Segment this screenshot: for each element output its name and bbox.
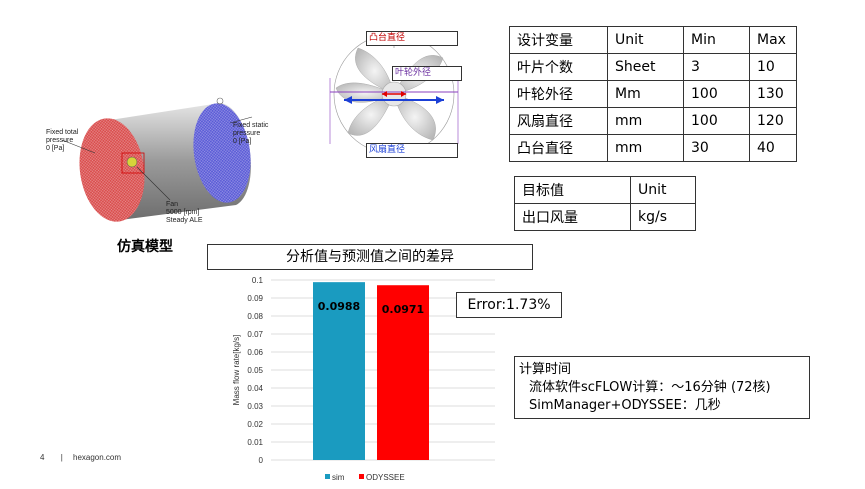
table-header-row: 设计变量 Unit Min Max: [509, 26, 797, 54]
y-tick-label: 0.01: [247, 438, 263, 447]
table-cell: Sheet: [607, 53, 684, 81]
cylinder-model-image: [61, 97, 253, 222]
table-cell: mm: [607, 134, 684, 162]
table-cell: kg/s: [630, 203, 696, 231]
target-table: 目标值 Unit 出口风量 kg/s: [514, 176, 696, 231]
outlet-boundary-label: Fixed static pressure 0 [Pa]: [233, 122, 268, 146]
table-header-cell: 目标值: [514, 176, 631, 204]
table-header-cell: 设计变量: [509, 26, 608, 54]
legend-label: sim: [332, 473, 345, 482]
fan-label-line: 5000 [rpm]: [166, 209, 200, 216]
computation-time-line: SimManager+ODYSSEE：几秒: [529, 398, 721, 413]
fan-diameter-label: 风扇直径: [366, 143, 458, 158]
y-axis-label: Mass flow rate[kg/s]: [232, 335, 241, 406]
table-header-cell: Min: [683, 26, 750, 54]
table-cell: Mm: [607, 80, 684, 108]
y-tick-label: 0.03: [247, 402, 263, 411]
y-tick-label: 0.02: [247, 420, 263, 429]
sim-model-figure: [40, 95, 290, 225]
fan-boundary-label: Fan 5000 [rpm] Steady ALE: [166, 201, 203, 225]
error-box: Error:1.73%: [456, 292, 562, 318]
table-cell: 100: [683, 107, 750, 135]
legend-label: ODYSSEE: [366, 473, 405, 482]
bar-sim: [313, 282, 365, 460]
bar-odyssee: [377, 285, 429, 460]
computation-time-box: 计算时间 流体软件scFLOW计算：～16分钟 (72核) SimManager…: [514, 356, 810, 419]
table-header-row: 目标值 Unit: [514, 176, 696, 204]
table-cell: mm: [607, 107, 684, 135]
inlet-label-line: 0 [Pa]: [46, 145, 65, 152]
page-number: 4: [40, 453, 45, 462]
table-cell: 120: [749, 107, 797, 135]
table-cell: 40: [749, 134, 797, 162]
outlet-label-line: pressure: [233, 130, 261, 137]
sim-model-title: 仿真模型: [117, 239, 173, 255]
outlet-label-line: Fixed static: [233, 122, 269, 129]
table-cell: 叶轮外径: [509, 80, 608, 108]
footer-separator: |: [60, 453, 63, 462]
table-row: 风扇直径 mm 100 120: [509, 107, 797, 135]
table-cell: 出口风量: [514, 203, 631, 231]
y-tick-label: 0: [259, 456, 264, 465]
y-tick-label: 0.05: [247, 366, 263, 375]
table-cell: 130: [749, 80, 797, 108]
y-tick-label: 0.07: [247, 330, 263, 339]
y-tick-label: 0.09: [247, 294, 263, 303]
fan-diagram: [328, 28, 463, 158]
bar-chart: 0 0.01 0.02 0.03 0.04 0.05 0.06 0.07 0.08 0.09 0.1…: [225, 272, 500, 485]
legend-swatch: [359, 474, 364, 479]
computation-time-line: 流体软件scFLOW计算：～16分钟 (72核): [529, 380, 771, 395]
boss-diameter-label: 凸台直径: [366, 31, 458, 46]
data-label: 0.0971: [382, 303, 424, 316]
table-cell: 凸台直径: [509, 134, 608, 162]
table-cell: 3: [683, 53, 750, 81]
table-cell: 10: [749, 53, 797, 81]
table-header-cell: Unit: [607, 26, 684, 54]
footer-brand[interactable]: hexagon.com: [73, 453, 122, 462]
table-header-cell: Unit: [630, 176, 696, 204]
y-tick-label: 0.08: [247, 312, 263, 321]
table-header-cell: Max: [749, 26, 797, 54]
inlet-label-line: Fixed total: [46, 129, 79, 136]
y-tick-label: 0.1: [252, 276, 264, 285]
table-row: 出口风量 kg/s: [514, 203, 696, 231]
table-row: 叶片个数 Sheet 3 10: [509, 53, 797, 81]
table-cell: 叶片个数: [509, 53, 608, 81]
footer: 4 | hexagon.com: [40, 453, 121, 462]
table-row: 凸台直径 mm 30 40: [509, 134, 797, 162]
data-label: 0.0988: [318, 300, 360, 313]
chart-title: 分析值与预测值之间的差异: [207, 244, 533, 270]
bar-chart-svg: 0 0.01 0.02 0.03 0.04 0.05 0.06 0.07 0.08 0.09 0.1…: [232, 276, 495, 482]
y-tick-label: 0.04: [247, 384, 263, 393]
computation-time-title: 计算时间: [519, 362, 572, 377]
y-tick-label: 0.06: [247, 348, 263, 357]
table-cell: 30: [683, 134, 750, 162]
fan-blade-image: [329, 33, 459, 155]
table-cell: 风扇直径: [509, 107, 608, 135]
inlet-boundary-label: Fixed total pressure 0 [Pa]: [46, 129, 78, 153]
fan-label-line: Fan: [166, 201, 179, 208]
outlet-label-line: 0 [Pa]: [233, 138, 252, 145]
inlet-label-line: pressure: [46, 137, 74, 144]
table-cell: 100: [683, 80, 750, 108]
design-variable-table: 设计变量 Unit Min Max 叶片个数 Sheet 3 10 叶轮外径 M…: [509, 26, 797, 162]
impeller-diameter-label: 叶轮外径: [392, 66, 462, 81]
legend-swatch: [325, 474, 330, 479]
table-row: 叶轮外径 Mm 100 130: [509, 80, 797, 108]
fan-label-line: Steady ALE: [166, 217, 203, 224]
